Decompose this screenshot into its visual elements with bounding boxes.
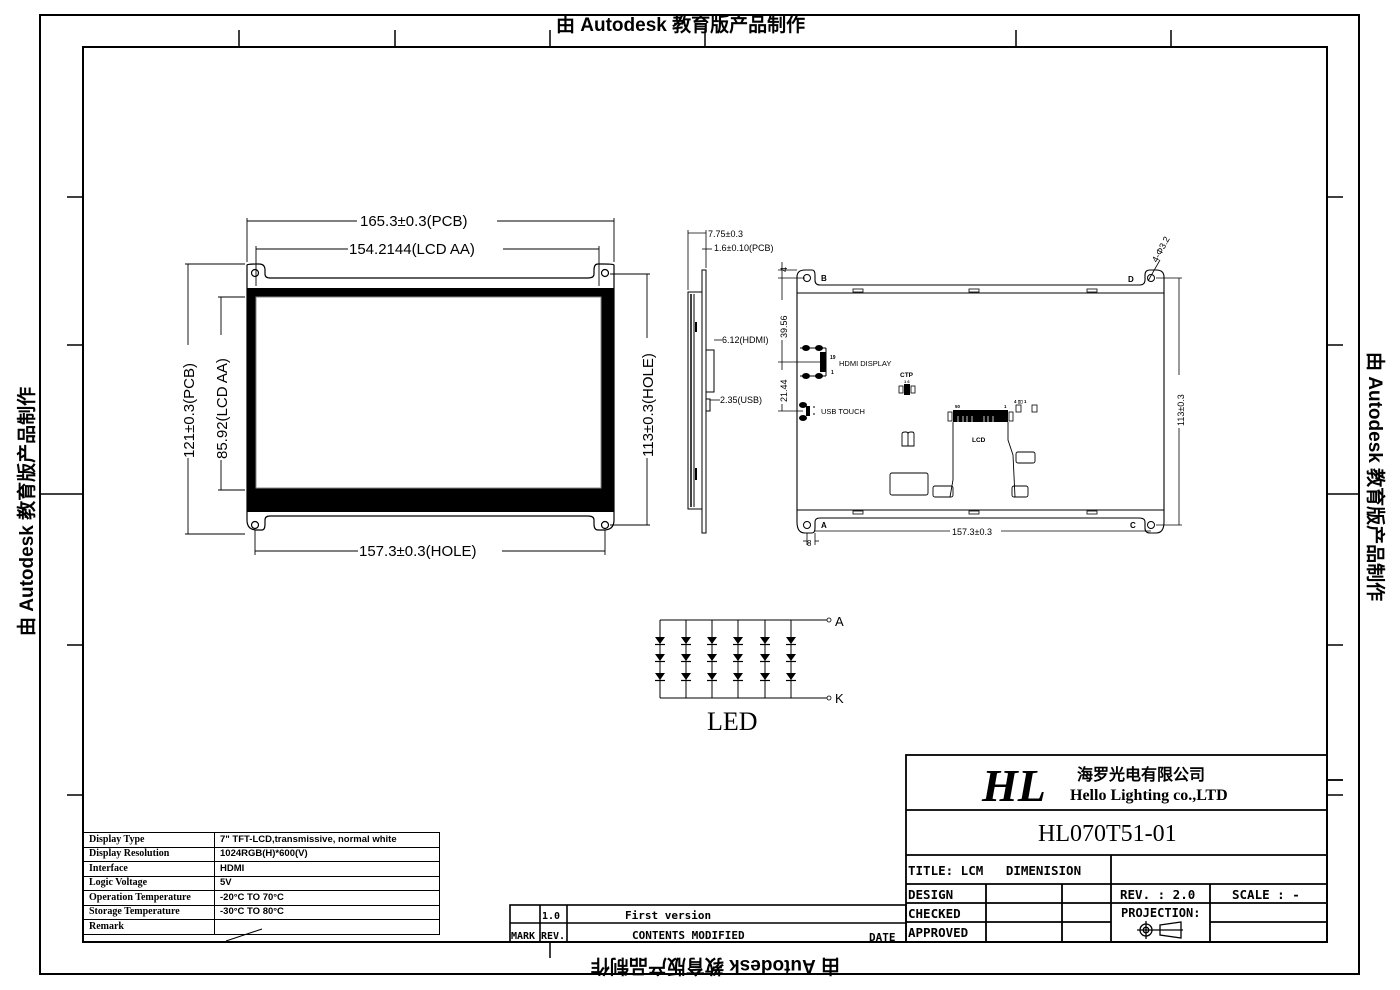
dim-hdmi-position: 39.56: [779, 315, 789, 338]
design-label: DESIGN: [908, 887, 953, 902]
revision-header-rev: REV.: [541, 931, 565, 942]
approved-label: APPROVED: [908, 925, 968, 940]
dim-hole-diameter: 4-Φ3.2: [1150, 235, 1172, 264]
dim-hdmi-height: 6.12(HDMI): [722, 335, 769, 345]
small-connector-label: 4 ▯▯ 1: [1014, 399, 1027, 404]
led-anode-label: A: [835, 614, 844, 629]
company-name-en: Hello Lighting co.,LTD: [1070, 787, 1228, 804]
led-schematic: A K LED: [655, 614, 844, 736]
lcd-active-area: [255, 296, 602, 489]
watermark-bottom: 由 Autodesk 教育版产品制作: [591, 955, 840, 978]
title-block: HL 海罗光电有限公司 Hello Lighting co.,LTD HL070…: [905, 754, 1343, 943]
usb-touch-label: USB TOUCH: [821, 407, 865, 416]
dim-pcb-height: 121±0.3(PCB): [181, 363, 198, 458]
front-view: 165.3±0.3(PCB) 154.2144(LCD AA) 157.3±0.…: [181, 213, 657, 560]
frame-ticks: [40, 30, 1359, 958]
lcd-label: LCD: [972, 437, 986, 444]
corner-b: B: [821, 274, 827, 283]
dim-left-offset: 8: [807, 539, 812, 548]
led-diodes: [655, 637, 796, 680]
revision-header-contents: CONTENTS MODIFIED: [632, 929, 745, 942]
checked-label: CHECKED: [908, 906, 961, 921]
back-view: B D A C 19 1 HDMI DISPLAY USB TOUCH CTP …: [778, 235, 1186, 548]
drawing-title: TITLE: LCM DIMENISION: [908, 863, 1081, 878]
led-title: LED: [707, 707, 758, 736]
part-number: HL070T51-01: [1038, 821, 1177, 847]
dim-usb-position: 21.44: [779, 379, 789, 402]
dim-top-offset: 4: [779, 267, 789, 272]
ctp-label: CTP: [900, 372, 914, 379]
hdmi-pin-bottom: 1: [831, 370, 834, 376]
dim-pcb-thickness: 1.6±0.10(PCB): [714, 243, 773, 253]
dim-hole-width: 157.3±0.3(HOLE): [359, 543, 476, 560]
dim-lcd-aa-width: 154.2144(LCD AA): [349, 241, 475, 258]
side-view: 7.75±0.3 1.6±0.10(PCB) 6.12(HDMI) 2.35(U…: [687, 229, 773, 534]
lcd-pin-left: 50: [955, 404, 961, 409]
watermark-right: 由 Autodesk 教育版产品制作: [1364, 352, 1387, 601]
dim-hole-height: 113±0.3(HOLE): [640, 353, 657, 457]
company-name-cn: 海罗光电有限公司: [1077, 765, 1205, 784]
revision-value: REV. : 2.0: [1120, 887, 1195, 902]
dim-back-hole-height: 113±0.3: [1176, 394, 1186, 426]
dim-pcb-width: 165.3±0.3(PCB): [360, 213, 467, 230]
lcd-pin-right: 1: [1004, 404, 1007, 409]
revision-row-contents: First version: [625, 909, 711, 922]
watermark-left: 由 Autodesk 教育版产品制作: [15, 387, 38, 636]
revision-table: 1.0 First version MARK REV. CONTENTS MOD…: [509, 904, 907, 944]
revision-row-rev: 1.0: [542, 911, 560, 922]
projection-label: PROJECTION:: [1121, 906, 1200, 920]
revision-header-mark: MARK: [511, 931, 535, 942]
projection-symbol-icon: [1137, 921, 1183, 939]
ctp-pins: 1 6: [904, 379, 910, 384]
hdmi-pin-top: 19: [830, 355, 836, 361]
company-logo: HL: [981, 760, 1046, 811]
dim-total-thickness: 7.75±0.3: [708, 229, 743, 239]
watermark-top: 由 Autodesk 教育版产品制作: [556, 13, 805, 36]
dim-back-hole-width: 157.3±0.3: [952, 527, 992, 537]
remark-slash: [225, 928, 263, 942]
corner-a: A: [821, 521, 827, 530]
dim-usb-height: 2.35(USB): [720, 395, 762, 405]
corner-d: D: [1128, 275, 1134, 284]
dim-lcd-aa-height: 85.92(LCD AA): [214, 358, 231, 459]
corner-c: C: [1130, 521, 1136, 530]
led-cathode-label: K: [835, 691, 844, 706]
scale-value: SCALE : -: [1232, 887, 1300, 902]
revision-header-date: DATE: [869, 931, 896, 944]
hdmi-display-label: HDMI DISPLAY: [839, 359, 891, 368]
